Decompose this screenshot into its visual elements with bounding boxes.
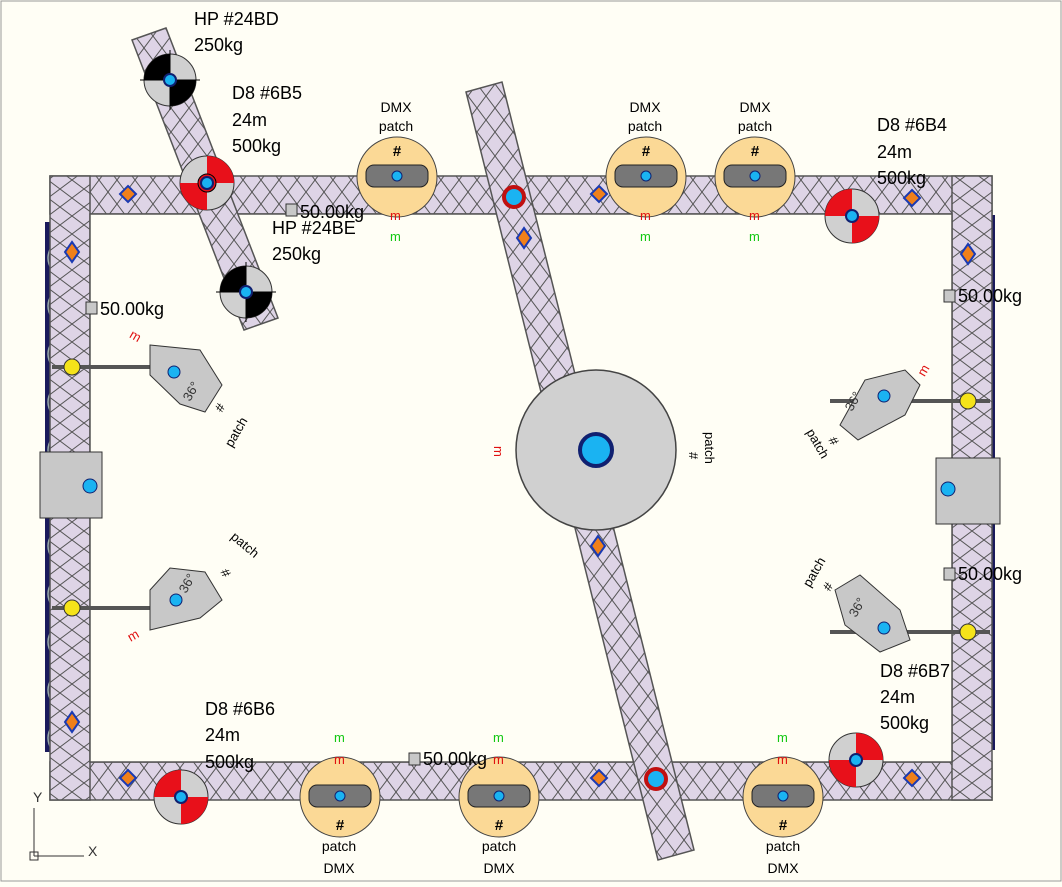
patch-label-bottom-2: patch xyxy=(482,838,516,854)
d8-6b6-length: 24m xyxy=(205,725,240,745)
patch-label-top-1: patch xyxy=(379,118,413,134)
hoist-d8-6b5-icon xyxy=(179,155,235,211)
ucs-axis-icon xyxy=(29,808,84,861)
d8-6b4-weight: 500kg xyxy=(877,168,926,188)
hp-24be-label: HP #24BE xyxy=(272,218,356,238)
dmx-fixture-top-1 xyxy=(356,136,438,218)
m-green-top-1: m xyxy=(390,229,401,244)
axis-x-label: X xyxy=(88,843,98,859)
m-red-top-1: m xyxy=(390,208,401,223)
left-stage-box xyxy=(39,451,103,519)
hash-bottom-3: # xyxy=(779,817,788,834)
center-disc xyxy=(515,369,677,531)
patch-label-top-2: patch xyxy=(628,118,662,134)
weight-top: 50.00kg xyxy=(300,202,364,222)
weight-bottom: 50.00kg xyxy=(423,749,487,769)
dmx-label-bottom-3: DMX xyxy=(767,860,799,876)
d8-6b4-length: 24m xyxy=(877,142,912,162)
patch-label-top-3: patch xyxy=(738,118,772,134)
weight-right-top: 50.00kg xyxy=(958,286,1022,306)
m-red-bottom-3: m xyxy=(777,752,788,767)
hp-24bd-weight: 250kg xyxy=(194,35,243,55)
profile-spot-left-lower xyxy=(52,567,223,631)
diamond-markers xyxy=(63,184,977,788)
hoist-d8-6b6-icon xyxy=(153,769,209,825)
hp-24be-weight: 250kg xyxy=(272,244,321,264)
hoist-d8-6b7-icon xyxy=(828,732,884,788)
dmx-label-top-1: DMX xyxy=(380,99,412,115)
hash-bottom-1: # xyxy=(336,817,345,834)
dmx-fixture-top-3 xyxy=(714,136,796,218)
patch-label-bottom-3: patch xyxy=(766,838,800,854)
patch-label-bottom-1: patch xyxy=(322,838,356,854)
d8-6b6-label: D8 #6B6 xyxy=(205,699,275,719)
d8-6b5-length: 24m xyxy=(232,110,267,130)
profile-spot-right-lower xyxy=(830,574,990,653)
hash-top-2: # xyxy=(642,143,651,160)
profile-spot-left-upper xyxy=(52,344,223,413)
m-red-top-2: m xyxy=(640,208,651,223)
dmx-label-bottom-2: DMX xyxy=(483,860,515,876)
weight-left: 50.00kg xyxy=(100,299,164,319)
weight-right-bottom: 50.00kg xyxy=(958,564,1022,584)
m-green-bottom-2: m xyxy=(493,730,504,745)
hoist-hp-24be-icon xyxy=(216,262,276,322)
diagonal-point-top-icon xyxy=(502,185,526,209)
hash-top-3: # xyxy=(751,143,760,160)
diagonal-point-bottom-icon xyxy=(644,767,668,791)
m-red-bottom-1: m xyxy=(334,752,345,767)
m-red-center: m xyxy=(491,446,506,457)
m-green-top-3: m xyxy=(749,229,760,244)
d8-6b5-label: D8 #6B5 xyxy=(232,83,302,103)
d8-6b7-label: D8 #6B7 xyxy=(880,661,950,681)
m-red-bottom-2: m xyxy=(493,752,504,767)
d8-6b4-label: D8 #6B4 xyxy=(877,115,947,135)
d8-6b7-weight: 500kg xyxy=(880,713,929,733)
hash-center: # xyxy=(686,452,701,460)
patch-label-center: patch xyxy=(702,432,717,464)
hash-top-1: # xyxy=(393,143,402,160)
dmx-fixture-bottom-1 xyxy=(299,756,381,838)
d8-6b5-weight: 500kg xyxy=(232,136,281,156)
dmx-label-top-2: DMX xyxy=(629,99,661,115)
d8-6b6-weight: 500kg xyxy=(205,752,254,772)
m-red-top-3: m xyxy=(749,208,760,223)
hp-24bd-label: HP #24BD xyxy=(194,9,279,29)
m-green-bottom-1: m xyxy=(334,730,345,745)
m-green-top-2: m xyxy=(640,229,651,244)
right-stage-box xyxy=(935,457,1001,525)
hash-bottom-2: # xyxy=(495,817,504,834)
hoist-hp-24bd-icon xyxy=(140,50,200,110)
hoist-d8-6b4-icon xyxy=(824,188,880,244)
dmx-fixture-bottom-2 xyxy=(458,756,540,838)
d8-6b7-length: 24m xyxy=(880,687,915,707)
dmx-fixture-top-2 xyxy=(605,136,687,218)
axis-y-label: Y xyxy=(33,789,43,805)
weight-icons xyxy=(85,203,956,766)
dmx-fixture-bottom-3 xyxy=(742,756,824,838)
profile-spot-right-upper xyxy=(830,369,990,441)
dmx-label-top-3: DMX xyxy=(739,99,771,115)
dmx-label-bottom-1: DMX xyxy=(323,860,355,876)
m-green-bottom-3: m xyxy=(777,730,788,745)
